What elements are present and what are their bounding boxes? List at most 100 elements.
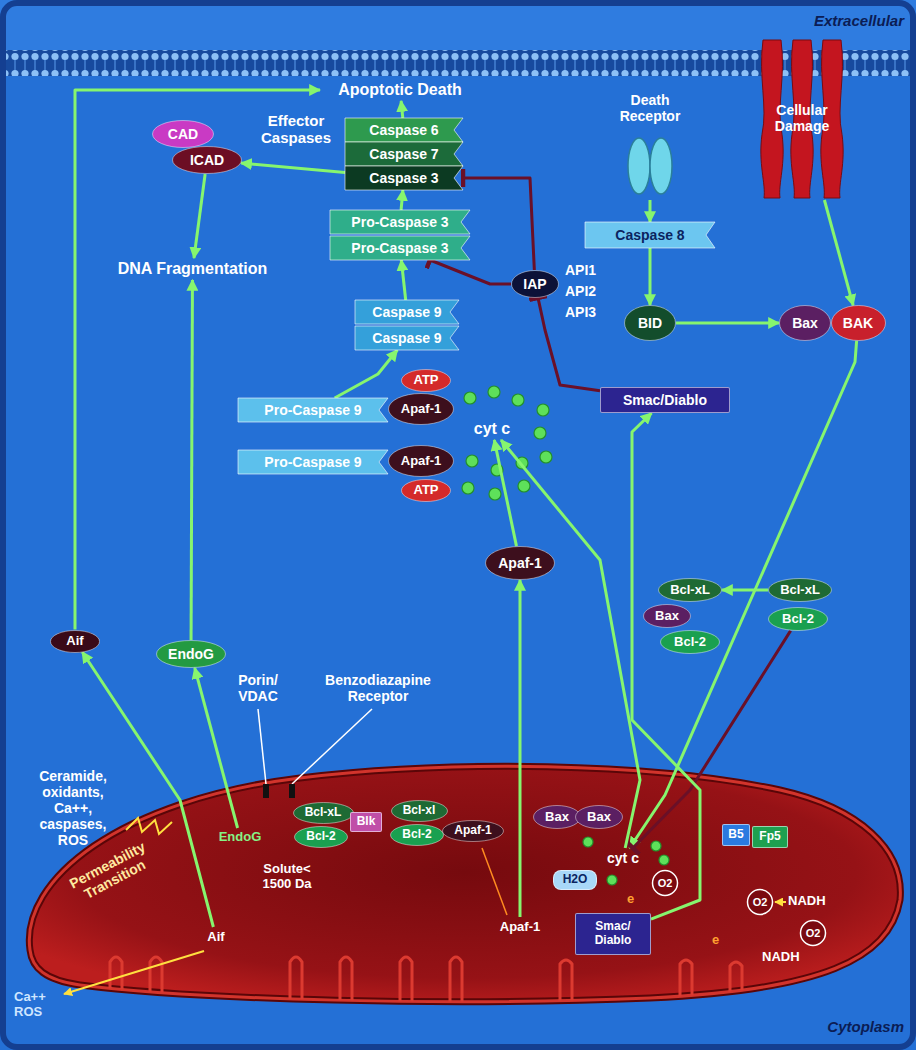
crista	[290, 957, 302, 1010]
protein-blob: Apaf-1	[388, 445, 454, 477]
text-node: cyt c	[462, 418, 522, 440]
cyt-c-dot	[540, 451, 552, 463]
region-label: Extracellular	[800, 12, 904, 29]
blob-shape	[402, 479, 451, 501]
crista	[680, 960, 692, 1010]
caspase-shape	[585, 222, 715, 248]
activation-arrow	[519, 580, 522, 917]
caspase-box: Caspase 3	[345, 166, 463, 190]
node-text: Apaf-1	[500, 920, 540, 935]
caspase-shape	[238, 398, 388, 422]
activation-arrow	[401, 190, 403, 210]
node-text: Bax	[545, 810, 569, 825]
damage-zigzag	[126, 818, 172, 834]
node-text: Death Receptor	[610, 92, 690, 124]
node-text: BID	[638, 315, 662, 331]
inhibition-line	[538, 298, 600, 391]
part-label: Benzodiazapine Receptor	[314, 672, 442, 704]
activation-arrow	[241, 163, 345, 172]
text-node: DNA Fragmentation	[110, 258, 275, 280]
node-text: Smac/ Diablo	[587, 920, 639, 948]
caspase-shape	[238, 450, 388, 474]
node-text: Bcl-2	[306, 830, 335, 844]
activation-arrow	[676, 322, 779, 325]
node-text: Bax	[655, 609, 679, 624]
node-text: Bax	[792, 315, 818, 331]
blob-shape	[295, 827, 348, 848]
activation-arrow	[191, 280, 192, 640]
caspase-box: Pro-Caspase 3	[330, 236, 470, 260]
node-text: Bcl-xl	[403, 804, 436, 818]
text-node: Apaf-1	[494, 917, 546, 937]
blob-shape	[801, 921, 826, 946]
cyt-c-dot	[464, 392, 476, 404]
crista	[730, 962, 742, 1010]
protein-blob: Apaf-1	[485, 546, 555, 580]
blob-shape	[486, 547, 555, 580]
protein-blob: Bax	[643, 604, 691, 628]
receptor-subunit	[628, 138, 650, 194]
protein-blob: ICAD	[172, 146, 242, 174]
node-text: cyt c	[474, 420, 510, 438]
frame	[3, 3, 913, 1047]
protein-blob: BID	[624, 305, 676, 341]
activation-arrow	[632, 413, 700, 919]
blob-shape	[51, 630, 100, 652]
crista	[400, 957, 412, 1010]
protein-box: Blk	[350, 812, 382, 832]
benzodiazepine-receptor-mark	[289, 784, 295, 798]
leader-line	[258, 709, 266, 784]
leader-line	[292, 709, 372, 784]
caspase-box: Caspase 9	[355, 326, 459, 350]
protein-blob: BAK	[831, 305, 886, 341]
protein-blob: Bcl-2	[660, 630, 720, 654]
protein-blob: Bcl-xL	[658, 578, 722, 602]
inhibition-line	[430, 260, 511, 284]
mitochondrion	[29, 766, 900, 1001]
release-label: Ca++ ROS	[14, 990, 60, 1020]
mito-membrane	[29, 766, 900, 1001]
blob-shape	[661, 631, 720, 654]
oxygen-circle: O2	[652, 870, 678, 896]
node-text: Bax	[587, 810, 611, 825]
node-text: O2	[806, 927, 821, 940]
protein-box: B5	[722, 824, 750, 846]
blob-shape	[831, 306, 885, 341]
node-text: Caspase 7	[369, 146, 438, 162]
activation-arrow	[649, 200, 652, 222]
node-text: Apoptotic Death	[338, 81, 462, 99]
iap-member-label: API3	[565, 304, 596, 320]
node-text: ATP	[413, 483, 438, 498]
text-node: Apoptotic Death	[320, 79, 480, 101]
node-text: DNA Fragmentation	[118, 260, 268, 278]
node-text: Caspase 3	[369, 170, 438, 186]
inhibition-line	[633, 631, 791, 848]
node-text: Apaf-1	[401, 402, 441, 417]
crista	[340, 957, 352, 1010]
cyt-c-dot	[488, 386, 500, 398]
blob-shape	[443, 821, 504, 842]
crista	[560, 960, 572, 1010]
damage-signal: Cellular Damage	[752, 36, 852, 200]
caspase-shape	[355, 300, 459, 324]
activation-arrow	[401, 101, 403, 118]
cyt-c-dot	[512, 394, 524, 406]
note-label: Solute< 1500 Da	[250, 862, 324, 892]
protein-blob: Bcl-2	[294, 826, 348, 848]
node-text: Pro-Caspase 3	[351, 240, 448, 256]
molecule-label: NADH	[788, 894, 826, 909]
cristae	[110, 957, 742, 1010]
node-text: B5	[728, 828, 743, 842]
node-text: Pro-Caspase 9	[264, 402, 361, 418]
protein-blob: Apaf-1	[442, 820, 504, 842]
crista	[450, 957, 462, 1010]
molecule-box: H2O	[553, 870, 597, 890]
cyt-c-dot	[607, 875, 617, 885]
node-text: H2O	[563, 873, 588, 887]
node-text: CAD	[168, 126, 198, 142]
protein-blob: Apaf-1	[388, 393, 454, 425]
blob-shape	[644, 605, 691, 628]
cyt-c-dot	[466, 455, 478, 467]
cyt-c-dot	[651, 841, 661, 851]
